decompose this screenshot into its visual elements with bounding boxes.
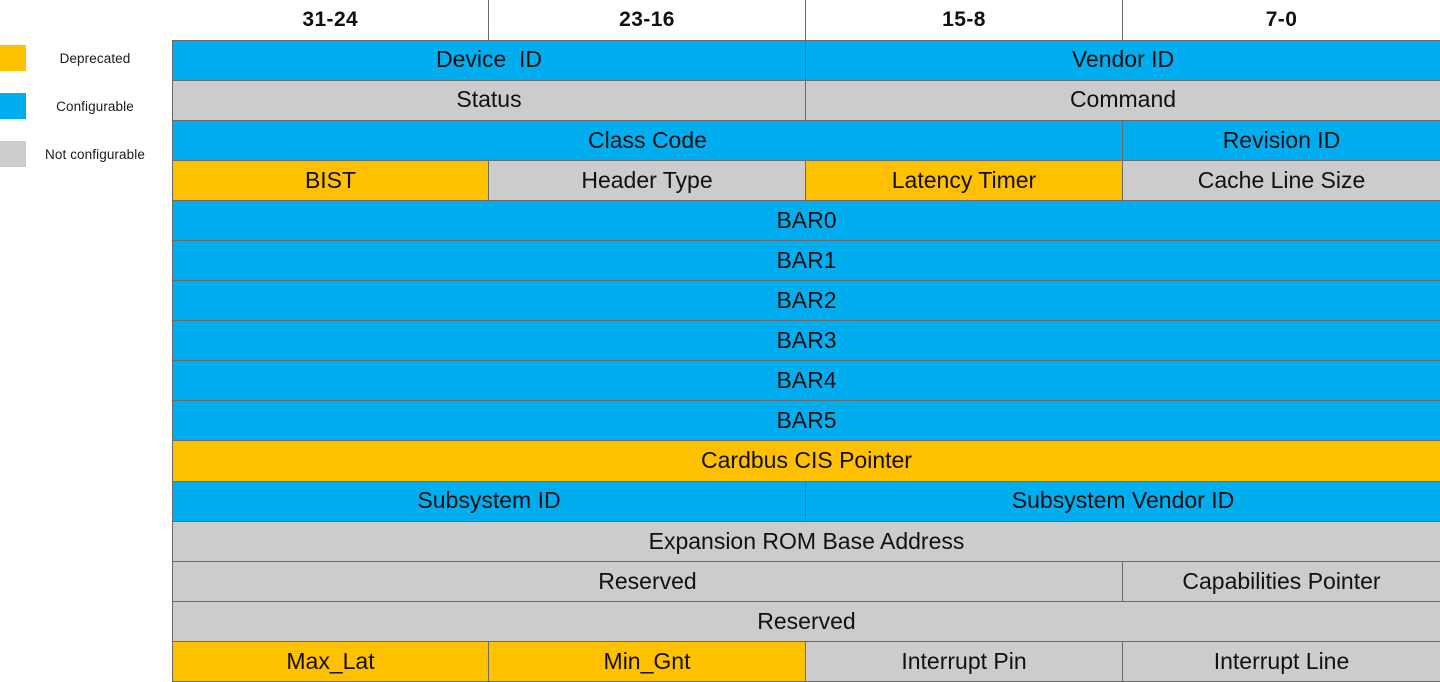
legend-item-not-configurable: Not configurable <box>0 141 172 167</box>
register-field: Cardbus CIS Pointer <box>172 440 1440 482</box>
register-field: Reserved <box>172 560 1123 602</box>
legend-item-configurable: Configurable <box>0 93 172 119</box>
legend: Deprecated Configurable Not configurable <box>0 0 172 682</box>
legend-item-deprecated: Deprecated <box>0 45 172 71</box>
register-row: Reserved <box>172 600 1440 642</box>
register-row: Cardbus CIS Pointer <box>172 440 1440 482</box>
register-field: Vendor ID <box>805 39 1440 81</box>
register-field: Interrupt Pin <box>805 640 1123 682</box>
bit-range-15-8: 15-8 <box>805 0 1123 41</box>
bit-range-31-24: 31-24 <box>172 0 489 41</box>
register-field: BAR5 <box>172 400 1440 442</box>
register-field: Status <box>172 79 806 121</box>
register-field: Expansion ROM Base Address <box>172 520 1440 562</box>
register-field: Min_Gnt <box>488 640 806 682</box>
register-field: BAR3 <box>172 320 1440 362</box>
register-field: Subsystem ID <box>172 480 806 522</box>
legend-swatch-not-configurable <box>0 141 26 167</box>
register-field: BAR2 <box>172 280 1440 322</box>
register-field: BAR1 <box>172 239 1440 282</box>
register-field: Latency Timer <box>805 159 1123 201</box>
register-field: Device ID <box>172 39 806 81</box>
register-field: Command <box>805 79 1440 121</box>
register-row: BAR3 <box>172 320 1440 362</box>
register-row: BAR5 <box>172 400 1440 442</box>
register-row: Expansion ROM Base Address <box>172 520 1440 562</box>
legend-swatch-deprecated <box>0 45 26 71</box>
legend-swatch-configurable <box>0 93 26 119</box>
bit-range-header-row: 31-24 23-16 15-8 7-0 <box>172 0 1440 41</box>
bit-range-7-0: 7-0 <box>1122 0 1440 41</box>
register-row: BAR1 <box>172 239 1440 282</box>
legend-label-not-configurable: Not configurable <box>45 146 145 162</box>
register-field: Reserved <box>172 600 1440 642</box>
register-field: BAR4 <box>172 360 1440 402</box>
register-field: Interrupt Line <box>1122 640 1440 682</box>
register-row: BAR4 <box>172 360 1440 402</box>
register-field: Revision ID <box>1122 119 1440 161</box>
register-field: Cache Line Size <box>1122 159 1440 201</box>
register-field: Subsystem Vendor ID <box>805 480 1440 522</box>
register-field: Header Type <box>488 159 806 201</box>
legend-label-deprecated: Deprecated <box>59 50 131 66</box>
register-row: BAR2 <box>172 280 1440 322</box>
legend-label-configurable: Configurable <box>56 98 134 114</box>
register-field: Capabilities Pointer <box>1122 560 1440 602</box>
table-header: 31-24 23-16 15-8 7-0 <box>172 0 1440 41</box>
register-field: BAR0 <box>172 199 1440 241</box>
register-field: Class Code <box>172 119 1123 161</box>
register-field: Max_Lat <box>172 640 489 682</box>
bit-range-23-16: 23-16 <box>488 0 806 41</box>
register-field: BIST <box>172 159 489 201</box>
register-row: BAR0 <box>172 199 1440 241</box>
